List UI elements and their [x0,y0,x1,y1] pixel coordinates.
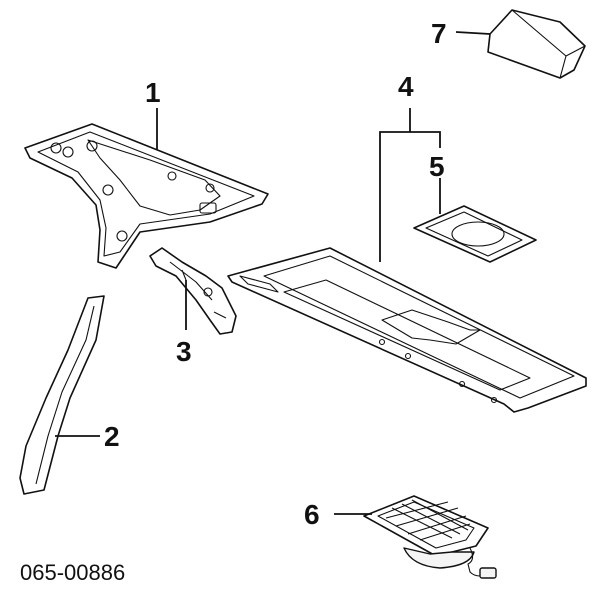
part-1-quarter-trim [24,123,269,269]
callout-6: 6 [304,499,320,530]
part-2-pillar-trim [19,295,105,495]
callout-2: 2 [104,421,120,452]
part-6-speaker-assembly [363,495,497,579]
part-number-label: 065-00886 [20,560,125,585]
callout-3: 3 [176,336,192,367]
leader-7 [455,31,491,35]
part-5-speaker-plate [413,205,537,263]
callout-7: 7 [431,18,447,49]
leader-4 [379,108,441,262]
callout-5: 5 [429,151,445,182]
part-4-package-tray [227,247,587,413]
callout-4: 4 [398,71,414,102]
callout-1: 1 [145,77,161,108]
part-7-block [487,9,586,79]
part-3-bracket [149,247,237,335]
